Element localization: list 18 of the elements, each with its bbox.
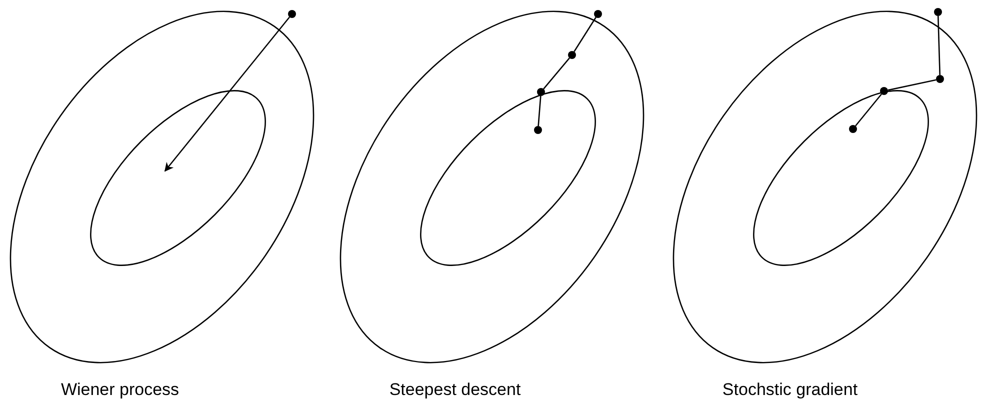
path-line (888, 79, 936, 91)
point-dot (568, 51, 576, 59)
path-line (937, 16, 941, 76)
path-line (543, 58, 570, 90)
point-dot (594, 10, 602, 18)
point-dot (534, 126, 542, 134)
point-dot (849, 125, 857, 133)
point-dot (934, 8, 942, 16)
panel-caption: Steepest descent (389, 380, 521, 400)
path-line (855, 94, 882, 126)
arrow (164, 16, 290, 172)
panel-caption: Stochstic gradient (722, 380, 858, 400)
point-dot (936, 75, 944, 83)
point-dot (880, 87, 888, 95)
panel-caption: Wiener process (60, 380, 180, 400)
path-line (538, 96, 542, 126)
point-dot (288, 10, 296, 18)
point-dot (537, 88, 545, 96)
